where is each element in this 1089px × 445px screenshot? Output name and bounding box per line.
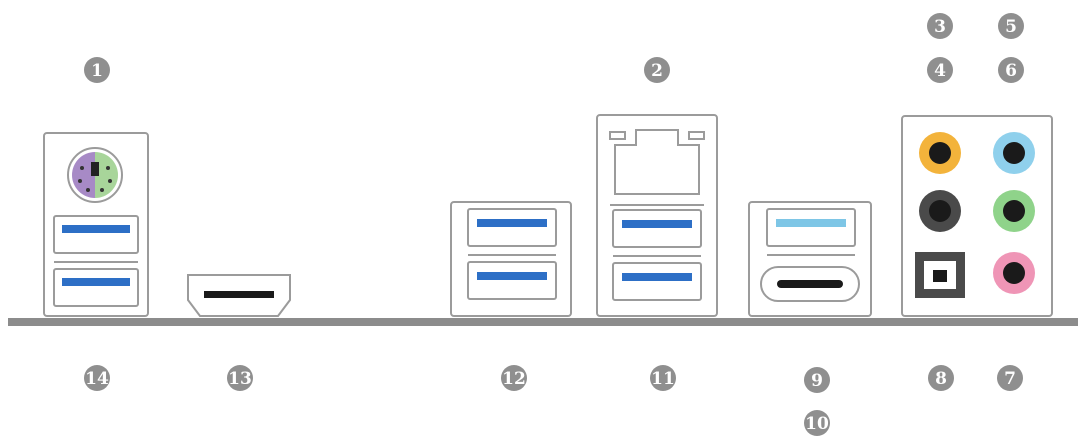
svg-text:5: 5 [1005,17,1017,37]
svg-text:11: 11 [651,369,675,389]
callout-marker-4: 4 [927,57,953,83]
svg-text:13: 13 [228,369,252,389]
audio-jack-pink [993,252,1035,294]
audio-jack-orange [919,132,961,174]
optical-spdif-port [915,252,965,298]
usb-port [612,209,702,248]
svg-text:9: 9 [811,371,823,391]
callout-marker-12: 12 [501,365,527,391]
svg-text:1: 1 [91,61,103,81]
svg-text:7: 7 [1004,369,1016,389]
ps2-usb-group [43,132,149,317]
callout-marker-14: 14 [84,365,110,391]
usb-port [467,208,557,247]
audio-jack-light-blue [993,132,1035,174]
usb-port [53,268,139,307]
svg-text:12: 12 [502,369,526,389]
svg-text:10: 10 [805,414,829,434]
audio-jack-black [919,190,961,232]
callout-marker-8: 8 [928,365,954,391]
callout-marker-5: 5 [998,13,1024,39]
svg-text:4: 4 [934,61,946,81]
lan-port [609,129,705,195]
svg-text:8: 8 [935,369,947,389]
svg-text:2: 2 [651,61,663,81]
callouts: 1 2 3 4 5 6 7 8 [84,13,1024,436]
usb-pair-12 [450,201,572,317]
svg-text:3: 3 [934,17,946,37]
callout-marker-7: 7 [997,365,1023,391]
usb-port [53,215,139,254]
svg-text:6: 6 [1005,61,1017,81]
callout-marker-6: 6 [998,57,1024,83]
usb-type-c-port [760,266,860,302]
usb-port [467,261,557,300]
usb-port [766,208,856,247]
callout-marker-13: 13 [227,365,253,391]
lan-usb-group [596,114,718,317]
usb-typec-group [748,201,872,317]
hdmi-port [187,274,291,317]
ps2-port [67,147,123,203]
usb-port [612,262,702,301]
callout-marker-11: 11 [650,365,676,391]
lan-led [688,131,705,140]
svg-text:14: 14 [85,369,109,389]
audio-jack-green [993,190,1035,232]
panel-baseline [8,318,1078,326]
callout-marker-2: 2 [644,57,670,83]
callout-marker-9: 9 [804,367,830,393]
lan-led [609,131,626,140]
callout-marker-1: 1 [84,57,110,83]
callout-marker-10: 10 [804,410,830,436]
callout-marker-3: 3 [927,13,953,39]
audio-group [901,115,1053,317]
